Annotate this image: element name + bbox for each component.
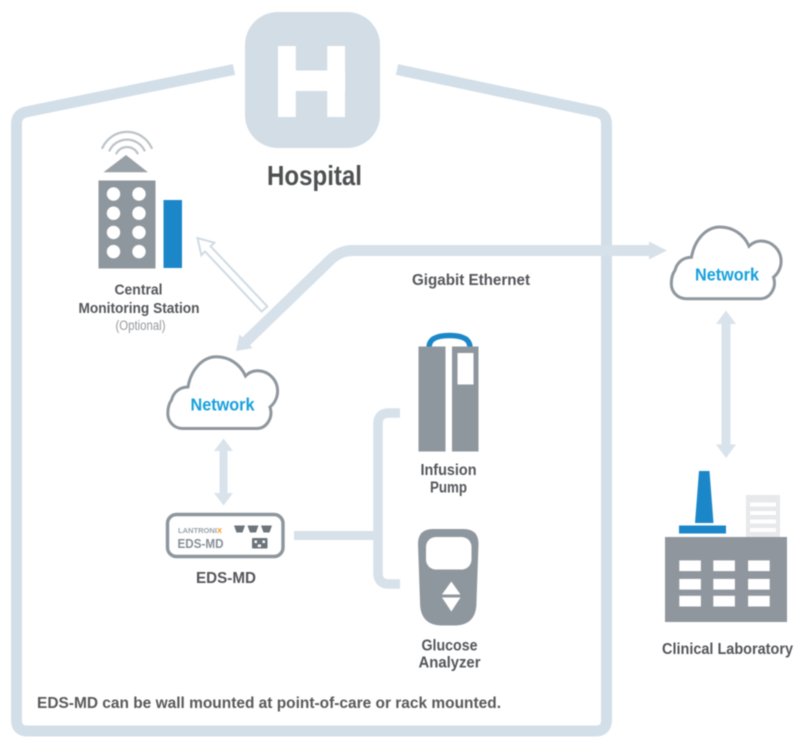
svg-text:Gigabit Ethernet: Gigabit Ethernet (412, 272, 531, 289)
svg-text:EDS-MD: EDS-MD (178, 537, 224, 551)
svg-text:LANTRONIX: LANTRONIX (178, 526, 222, 535)
svg-text:Network: Network (191, 395, 255, 415)
svg-text:EDS-MD can be wall mounted at: EDS-MD can be wall mounted at point-of-c… (37, 695, 501, 712)
svg-text:Central: Central (115, 282, 163, 299)
svg-text:Pump: Pump (430, 480, 467, 497)
svg-text:Network: Network (695, 265, 759, 285)
svg-text:Infusion: Infusion (421, 462, 477, 479)
svg-text:Clinical Laboratory: Clinical Laboratory (662, 641, 793, 658)
svg-text:Hospital: Hospital (267, 160, 362, 191)
svg-text:Glucose: Glucose (422, 638, 478, 655)
svg-text:Analyzer: Analyzer (419, 655, 481, 672)
svg-text:EDS-MD: EDS-MD (196, 570, 256, 587)
svg-text:(Optional): (Optional) (116, 318, 166, 333)
svg-text:Monitoring Station: Monitoring Station (79, 300, 200, 317)
